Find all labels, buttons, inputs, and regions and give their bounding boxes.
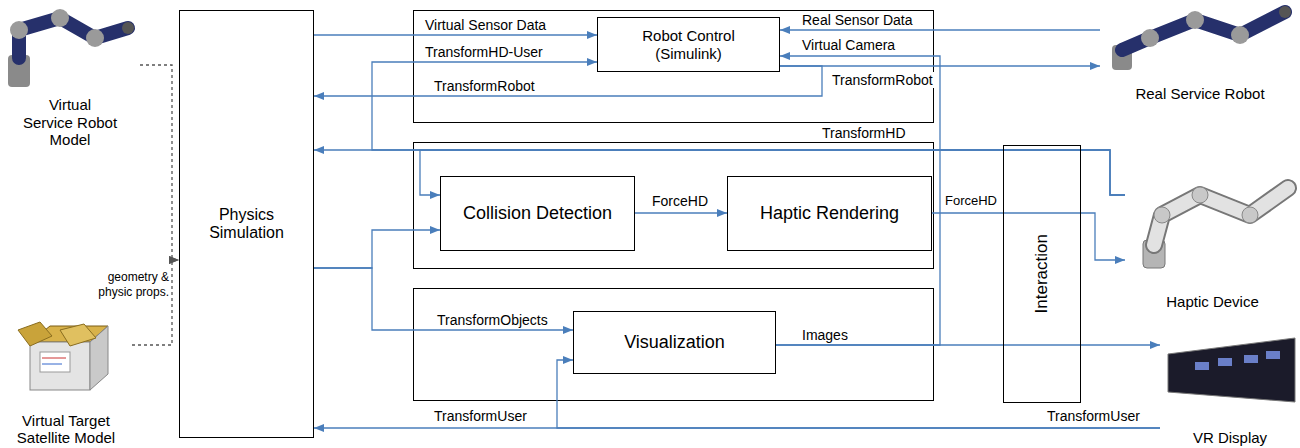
connector (314, 268, 573, 330)
satellite-model: Virtual Target Satellite Model (0, 318, 132, 446)
caption: Real Service Robot (1135, 85, 1264, 102)
signal-label: Real Sensor Data (800, 12, 915, 28)
signal-label: ForceHD (650, 193, 710, 209)
satellite-figure (18, 322, 108, 390)
connector (932, 213, 1125, 260)
connector (314, 230, 440, 268)
virtual-robot-figure (8, 9, 134, 87)
group-frames (414, 11, 934, 401)
connector (314, 34, 597, 35)
haptic-device-figure (1143, 187, 1288, 268)
node-label: Visualization (624, 332, 725, 353)
node-label: Interaction (1032, 231, 1052, 316)
signal-label: Images (800, 327, 850, 343)
process-box: Physics Simulation (179, 10, 314, 438)
signal-label: TransformUser (432, 408, 529, 424)
signal-label: TransformHD (820, 125, 908, 141)
real-robot-figure (1112, 6, 1291, 70)
node-label: Physics Simulation (180, 206, 313, 243)
signal-label: TransformHD-User (423, 44, 545, 60)
haptic-device: Haptic Device (1125, 160, 1300, 310)
interaction-band: Interaction (1003, 145, 1081, 403)
signal-label: ForceHD (943, 193, 999, 209)
connector (780, 65, 1100, 66)
signal-label: TransformObjects (435, 312, 550, 328)
caption: Virtual Service Robot Model (23, 96, 118, 148)
connector (140, 65, 179, 260)
connector (780, 29, 1100, 30)
node-label: Haptic Rendering (760, 203, 899, 224)
vr-display: VR Display (1160, 335, 1300, 446)
node-label: Robot Control (Simulink) (619, 27, 759, 62)
caption: Virtual Target Satellite Model (4, 412, 129, 447)
signal-label: geometry & physic props. (92, 270, 171, 300)
caption: VR Display (1193, 429, 1267, 446)
signal-label: TransformRobot (830, 72, 935, 88)
connector (635, 212, 727, 213)
connector (776, 344, 1160, 345)
process-box: Robot Control (Simulink) (597, 17, 780, 72)
signal-label: Virtual Sensor Data (423, 17, 548, 33)
node-label: Collision Detection (463, 203, 612, 224)
robot-model: Virtual Service Robot Model (0, 0, 140, 148)
process-box: Visualization (573, 311, 776, 374)
signal-label: TransformUser (1045, 408, 1142, 424)
signal-label: TransformRobot (432, 78, 537, 94)
vr-display-figure (1168, 338, 1295, 402)
caption: Haptic Device (1166, 293, 1259, 310)
process-box: Collision Detection (440, 176, 635, 251)
signal-label: Virtual Camera (800, 37, 897, 53)
process-box: Haptic Rendering (727, 176, 932, 251)
real-robot: Real Service Robot (1100, 0, 1300, 102)
